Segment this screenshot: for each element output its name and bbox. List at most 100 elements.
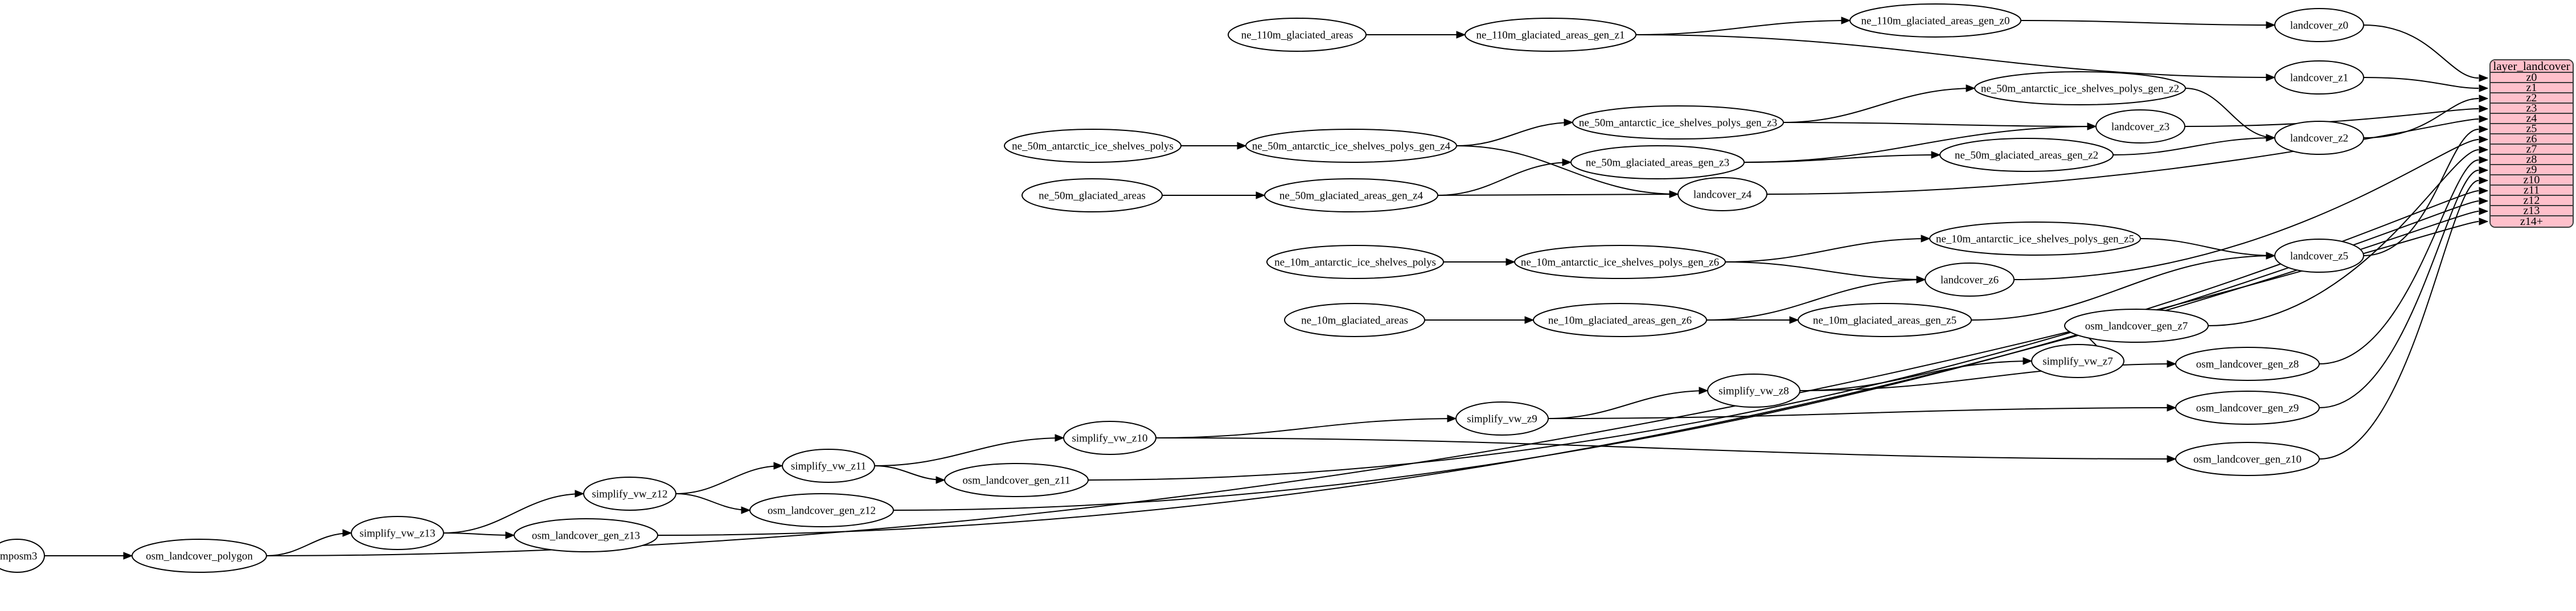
graph-node-landcover_z3[interactable]: landcover_z3 <box>2095 109 2185 143</box>
graph-node-landcover_z6[interactable]: landcover_z6 <box>1925 263 2015 297</box>
graph-edge-landcover_z0--to--layer_landcover:z0 <box>2363 24 2479 79</box>
node-label: ne_50m_antarctic_ice_shelves_polys_gen_z… <box>1981 83 2179 95</box>
node-label: osm_landcover_gen_z12 <box>768 505 876 517</box>
graph-edge-ne_50m_antarctic_ice_shelves_polys_gen_z3--to--ne_50m_antarctic_ice_shelves_polys_gen_z2 <box>1783 88 1975 123</box>
graph-node-ne_10m_glaciated_areas_gen_z5[interactable]: ne_10m_glaciated_areas_gen_z5 <box>1798 303 1972 337</box>
node-shape <box>2274 121 2364 155</box>
edge-arrowhead <box>123 552 133 560</box>
edge-arrowhead <box>773 462 784 470</box>
graph-node-ne_10m_antarctic_ice_shelves_polys_gen_z5[interactable]: ne_10m_antarctic_ice_shelves_polys_gen_z… <box>1929 222 2141 256</box>
graph-node-landcover_z2[interactable]: landcover_z2 <box>2274 121 2364 155</box>
node-shape <box>1707 374 1800 408</box>
graph-edge-landcover_z4--to--layer_landcover:z4 <box>1766 118 2479 195</box>
graph-node-osm_landcover_polygon[interactable]: osm_landcover_polygon <box>132 539 267 573</box>
edge-arrowhead <box>2167 360 2177 368</box>
node-label: ne_10m_antarctic_ice_shelves_polys <box>1274 257 1436 269</box>
graph-node-ne_50m_antarctic_ice_shelves_polys[interactable]: ne_50m_antarctic_ice_shelves_polys <box>1004 129 1182 163</box>
edge-arrowhead <box>2479 207 2489 215</box>
graph-edge-ne_10m_antarctic_ice_shelves_polys_gen_z6--to--landcover_z6 <box>1725 261 1926 280</box>
node-shape <box>1939 138 2114 172</box>
graph-edge-ne_50m_antarctic_ice_shelves_polys_gen_z2--to--landcover_z2 <box>2185 88 2275 138</box>
graph-node-osm_landcover_gen_z8[interactable]: osm_landcover_gen_z8 <box>2175 347 2320 381</box>
node-shape <box>1465 18 1636 52</box>
graph-node-ne_10m_glaciated_areas[interactable]: ne_10m_glaciated_areas <box>1284 303 1425 337</box>
graph-node-landcover_z4[interactable]: landcover_z4 <box>1677 177 1767 211</box>
graph-node-landcover_z0[interactable]: landcover_z0 <box>2274 8 2364 42</box>
node-shape <box>1974 71 2186 105</box>
edge-arrowhead <box>741 506 751 514</box>
edge-arrowhead <box>1564 118 1574 126</box>
graph-node-osm_landcover_gen_z13[interactable]: osm_landcover_gen_z13 <box>514 518 658 552</box>
graph-node-osm_landcover_gen_z12[interactable]: osm_landcover_gen_z12 <box>749 493 894 527</box>
graph-node-osm_landcover_gen_z9[interactable]: osm_landcover_gen_z9 <box>2175 391 2320 425</box>
node-label: ne_50m_antarctic_ice_shelves_polys <box>1012 141 1174 153</box>
edge-arrowhead <box>2266 73 2276 81</box>
graph-node-ne_50m_glaciated_areas_gen_z3[interactable]: ne_50m_glaciated_areas_gen_z3 <box>1570 145 1745 179</box>
graph-edge-simplify_vw_z11--to--simplify_vw_z10 <box>874 437 1064 466</box>
node-shape <box>1264 178 1438 212</box>
graph-node-imposm3[interactable]: imposm3 <box>0 539 45 573</box>
layer-table-row-z3: z3 <box>2491 102 2573 114</box>
node-shape <box>132 539 267 573</box>
node-shape <box>1570 145 1745 179</box>
graph-node-ne_110m_glaciated_areas_gen_z0[interactable]: ne_110m_glaciated_areas_gen_z0 <box>1849 3 2021 38</box>
graph-edge-ne_50m_antarctic_ice_shelves_polys_gen_z4--to--ne_50m_antarctic_ice_shelves_polys_gen_z3 <box>1456 122 1573 146</box>
graph-node-osm_landcover_gen_z7[interactable]: osm_landcover_gen_z7 <box>2064 309 2209 343</box>
graph-edge-simplify_vw_z12--to--simplify_vw_z11 <box>675 465 783 494</box>
graph-edge-osm_landcover_polygon--to--layer_landcover:z14+ <box>266 221 2479 556</box>
edge-arrowhead <box>2479 177 2489 184</box>
node-shape <box>2064 309 2209 343</box>
graph-node-ne_110m_glaciated_areas[interactable]: ne_110m_glaciated_areas <box>1228 18 1367 52</box>
graph-edge-ne_50m_antarctic_ice_shelves_polys_gen_z3--to--landcover_z3 <box>1783 122 2097 127</box>
graph-node-ne_10m_antarctic_ice_shelves_polys[interactable]: ne_10m_antarctic_ice_shelves_polys <box>1266 245 1444 279</box>
graph-node-ne_50m_antarctic_ice_shelves_polys_gen_z2[interactable]: ne_50m_antarctic_ice_shelves_polys_gen_z… <box>1974 71 2186 105</box>
graph-edge-osm_landcover_gen_z10--to--layer_landcover:z10 <box>2319 180 2479 460</box>
graph-node-ne_50m_glaciated_areas_gen_z2[interactable]: ne_50m_glaciated_areas_gen_z2 <box>1939 138 2114 172</box>
node-shape <box>514 518 658 552</box>
node-label: ne_50m_glaciated_areas <box>1039 190 1146 202</box>
graph-node-ne_10m_glaciated_areas_gen_z6[interactable]: ne_10m_glaciated_areas_gen_z6 <box>1533 303 1707 337</box>
graph-node-osm_landcover_gen_z10[interactable]: osm_landcover_gen_z10 <box>2175 442 2320 476</box>
graph-node-ne_10m_antarctic_ice_shelves_polys_gen_z6[interactable]: ne_10m_antarctic_ice_shelves_polys_gen_z… <box>1514 245 1726 279</box>
graph-node-landcover_z5[interactable]: landcover_z5 <box>2274 239 2364 273</box>
edge-arrowhead <box>2479 105 2489 113</box>
graph-node-simplify_vw_z11[interactable]: simplify_vw_z11 <box>782 449 875 483</box>
graph-node-osm_landcover_gen_z11[interactable]: osm_landcover_gen_z11 <box>944 463 1089 497</box>
graph-node-simplify_vw_z10[interactable]: simplify_vw_z10 <box>1063 421 1156 455</box>
graph-node-landcover_z1[interactable]: landcover_z1 <box>2274 60 2364 95</box>
graph-node-ne_50m_antarctic_ice_shelves_polys_gen_z4[interactable]: ne_50m_antarctic_ice_shelves_polys_gen_z… <box>1245 129 1457 163</box>
node-label: ne_10m_antarctic_ice_shelves_polys_gen_z… <box>1521 257 1719 269</box>
graph-edge-simplify_vw_z9--to--simplify_vw_z8 <box>1548 390 1708 419</box>
graph-node-ne_50m_glaciated_areas_gen_z4[interactable]: ne_50m_glaciated_areas_gen_z4 <box>1264 178 1438 212</box>
graph-edge-ne_50m_glaciated_areas_gen_z4--to--ne_50m_glaciated_areas_gen_z3 <box>1437 162 1572 196</box>
graph-node-simplify_vw_z8[interactable]: simplify_vw_z8 <box>1707 374 1800 408</box>
node-label: osm_landcover_gen_z10 <box>2193 454 2302 466</box>
graph-node-ne_50m_glaciated_areas[interactable]: ne_50m_glaciated_areas <box>1022 178 1163 212</box>
graph-node-ne_110m_glaciated_areas_gen_z1[interactable]: ne_110m_glaciated_areas_gen_z1 <box>1465 18 1636 52</box>
edge-arrowhead <box>1966 84 1976 92</box>
node-label: landcover_z2 <box>2290 133 2348 145</box>
node-layer: ne_110m_glaciated_areas ne_110m_glaciated… <box>0 3 2364 573</box>
node-shape <box>1533 303 1707 337</box>
node-label: ne_10m_glaciated_areas_gen_z6 <box>1548 315 1692 327</box>
node-label: osm_landcover_gen_z9 <box>2196 403 2299 415</box>
node-label: landcover_z1 <box>2290 72 2348 84</box>
graph-node-ne_50m_antarctic_ice_shelves_polys_gen_z3[interactable]: ne_50m_antarctic_ice_shelves_polys_gen_z… <box>1572 105 1784 140</box>
graph-edge-osm_landcover_gen_z7--to--layer_landcover:z7 <box>2208 149 2479 326</box>
graph-node-simplify_vw_z9[interactable]: simplify_vw_z9 <box>1455 401 1549 436</box>
graph-edge-simplify_vw_z10--to--osm_landcover_gen_z10 <box>1155 437 2176 460</box>
node-shape <box>1514 245 1726 279</box>
edge-arrowhead <box>505 531 515 539</box>
node-shape <box>1677 177 1767 211</box>
edge-arrowhead <box>2479 166 2489 174</box>
node-label: simplify_vw_z13 <box>360 528 436 540</box>
node-label: ne_50m_antarctic_ice_shelves_polys_gen_z… <box>1579 117 1777 129</box>
edge-arrowhead <box>2023 357 2033 365</box>
graph-node-simplify_vw_z12[interactable]: simplify_vw_z12 <box>583 477 676 511</box>
graph-node-simplify_vw_z13[interactable]: simplify_vw_z13 <box>351 516 444 550</box>
edge-arrowhead <box>1524 316 1535 324</box>
layer-table-row-z5: z5 <box>2491 122 2573 135</box>
node-label: simplify_vw_z10 <box>1072 433 1148 445</box>
graph-node-simplify_vw_z7[interactable]: simplify_vw_z7 <box>2031 344 2124 378</box>
